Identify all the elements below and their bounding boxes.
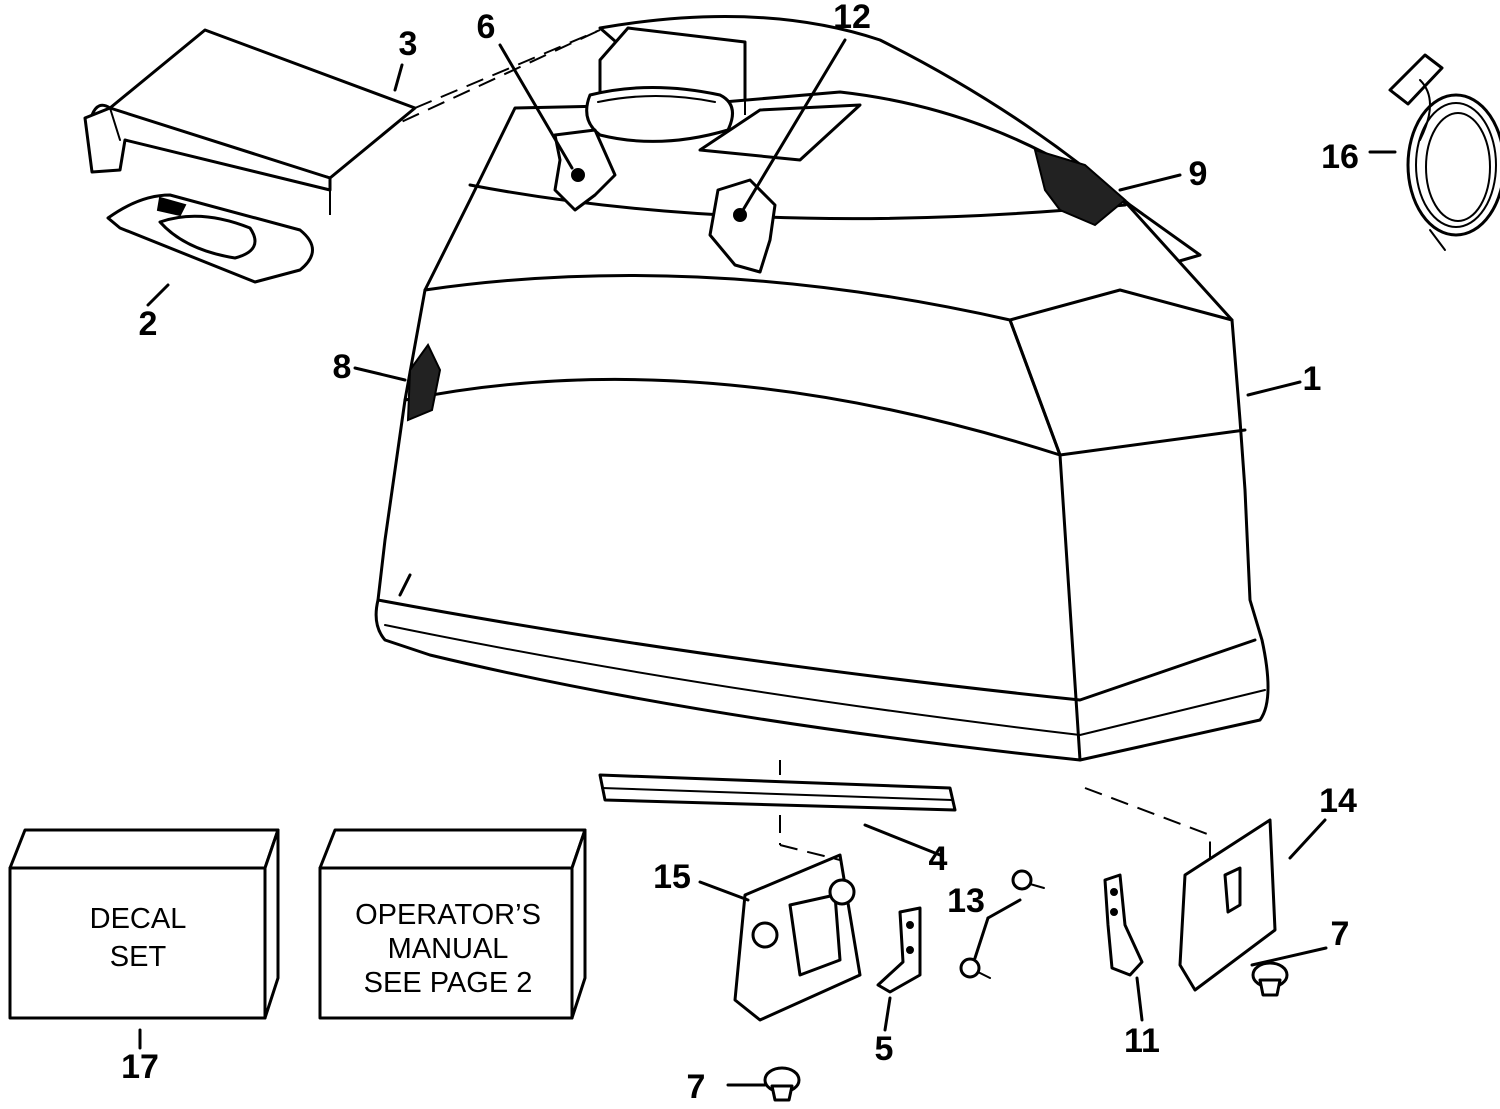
callout-4: 4	[929, 840, 948, 878]
leader-lines	[138, 38, 1397, 1087]
plug-part-7a	[1251, 961, 1289, 997]
manual-box-line1: OPERATOR’S	[355, 899, 541, 931]
clip-part-5	[876, 906, 922, 994]
wire-harness-part-16	[1388, 53, 1500, 251]
bracket-part-15	[733, 844, 862, 1022]
callout-14: 14	[1319, 782, 1357, 820]
decal-box-line2: SET	[110, 941, 167, 973]
manual-box-line3: SEE PAGE 2	[364, 967, 533, 999]
callout-6: 6	[477, 8, 496, 46]
callout-11: 11	[1124, 1022, 1160, 1060]
callout-8: 8	[333, 348, 352, 386]
callout-9: 9	[1189, 155, 1208, 193]
callout-12: 12	[833, 0, 871, 36]
callout-3: 3	[399, 25, 418, 63]
callout-1: 1	[1303, 360, 1322, 398]
cover-plate-part-14	[1084, 787, 1277, 992]
callout-7-bottom: 7	[687, 1068, 706, 1106]
seal-strip-part-4	[598, 760, 957, 845]
engine-cover	[329, 14, 1270, 762]
callout-2: 2	[139, 305, 158, 343]
callout-13: 13	[947, 882, 985, 920]
screw-part-13	[959, 869, 1045, 979]
intake-gasket-part-2	[106, 193, 314, 284]
decal-box-line1: DECAL	[90, 903, 187, 935]
callout-17: 17	[121, 1048, 159, 1086]
intake-cover-part-3	[83, 28, 601, 215]
operators-manual-box: OPERATOR’S MANUAL SEE PAGE 2	[318, 828, 587, 1020]
decal-set-box-part-17: DECAL SET	[8, 828, 280, 1020]
callout-5: 5	[875, 1030, 894, 1068]
bracket-part-11	[1103, 873, 1144, 977]
callout-7-right: 7	[1331, 915, 1350, 953]
callout-16: 16	[1321, 138, 1359, 176]
plug-part-7b	[763, 1066, 801, 1102]
callout-15: 15	[653, 858, 691, 896]
callout-labels: 1 2 3 4 5 6 7 7 8 9 11 12 13 14 15 16 17	[121, 0, 1359, 1106]
manual-box-line2: MANUAL	[388, 933, 509, 965]
